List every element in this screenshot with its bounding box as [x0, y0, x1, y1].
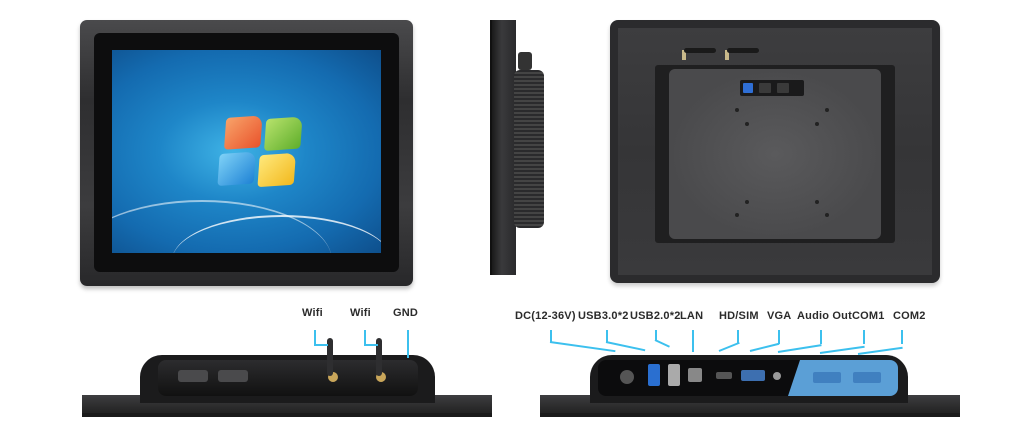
- back-cover: [669, 69, 881, 239]
- power-button-icon: [743, 83, 753, 93]
- com2-port-icon: [853, 372, 881, 383]
- com-panel: [788, 360, 898, 396]
- brightness-button-icon: [777, 83, 789, 93]
- bottom-right-io-panel: [598, 360, 898, 396]
- hdmi-port-icon: [716, 372, 732, 379]
- bottom-left-io-panel: [158, 360, 418, 396]
- com1-port-icon: [813, 372, 841, 383]
- front-bezel: [94, 33, 399, 272]
- antenna-mount: [682, 50, 686, 60]
- antenna-icon: [727, 48, 759, 53]
- menu-button-icon: [759, 83, 771, 93]
- callout-wifi-1: Wifi: [302, 307, 323, 319]
- com-port-icon: [218, 370, 248, 382]
- callout-lan: LAN: [680, 310, 704, 322]
- usb3-port-icon: [648, 364, 660, 386]
- dc-jack-icon: [620, 370, 634, 384]
- callout-com2: COM2: [893, 310, 926, 322]
- wifi-antenna-icon: [327, 338, 333, 376]
- back-view-monitor: [610, 20, 940, 283]
- back-button-panel: [740, 80, 804, 96]
- antenna-mount: [725, 50, 729, 60]
- callout-usb3: USB3.0*2: [578, 310, 629, 322]
- callout-hd-sim: HD/SIM: [719, 310, 759, 322]
- antenna-icon: [684, 48, 716, 53]
- front-screen: [112, 50, 381, 253]
- side-view-antenna-knob: [518, 52, 532, 70]
- usb2-port-icon: [668, 364, 680, 386]
- callout-vga: VGA: [767, 310, 792, 322]
- callout-gnd: GND: [393, 307, 419, 319]
- wallpaper-swoosh: [112, 200, 332, 253]
- callout-audio-out: Audio Out: [797, 310, 852, 322]
- callout-usb2: USB2.0*2: [630, 310, 681, 322]
- wallpaper-swoosh: [172, 215, 381, 253]
- wifi-connector-icon: [328, 372, 338, 382]
- callout-com1: COM1: [852, 310, 885, 322]
- com-port-icon: [178, 370, 208, 382]
- side-view-heatsink: [514, 70, 544, 228]
- wifi-antenna-icon: [376, 338, 382, 376]
- side-view-panel: [490, 20, 516, 275]
- wifi-connector-icon: [376, 372, 386, 382]
- callout-dc-power: DC(12-36V): [515, 310, 576, 322]
- audio-out-icon: [773, 372, 781, 380]
- windows-logo-icon: [217, 112, 307, 189]
- vga-port-icon: [741, 370, 765, 381]
- callout-wifi-2: Wifi: [350, 307, 371, 319]
- front-view-monitor: [80, 20, 413, 286]
- back-enclosure: [655, 65, 895, 243]
- lan-port-icon: [688, 368, 702, 382]
